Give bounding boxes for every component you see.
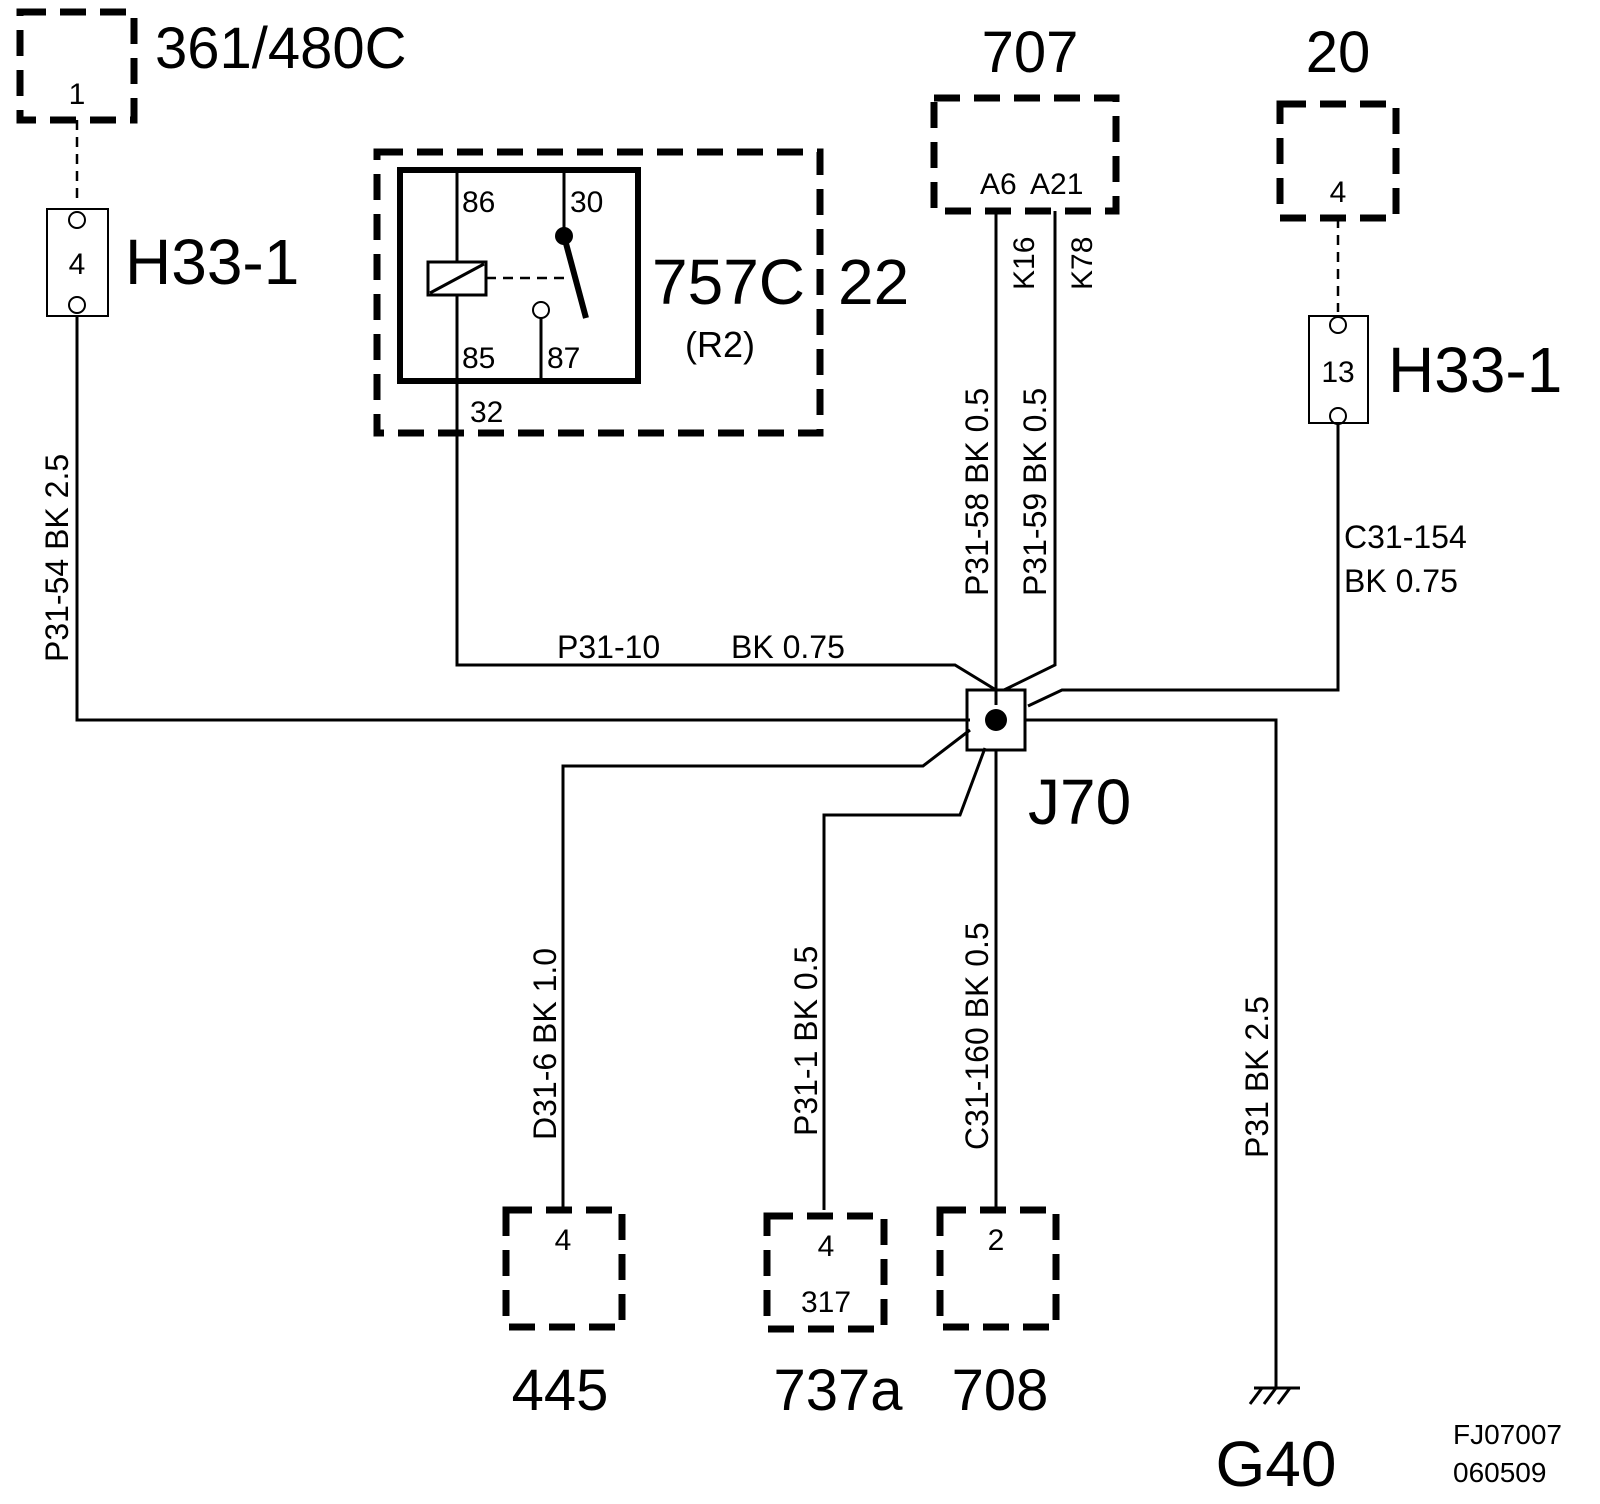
module-707-pin-a21: A21 xyxy=(1030,168,1083,201)
ground-icon xyxy=(1248,1386,1300,1405)
wire-label-p31-58: P31-58 BK 0.5 xyxy=(959,388,995,596)
inline-connector-h33-left: 4 H33-1 xyxy=(46,208,299,317)
wire-label-p31: P31 BK 2.5 xyxy=(1239,996,1275,1158)
connector-737a-pin: 4 xyxy=(818,1230,835,1263)
module-707: 707 A6 A21 K16 K78 xyxy=(930,20,1120,290)
wire-label-p31-59: P31-59 BK 0.5 xyxy=(1017,388,1053,596)
relay-sub: (R2) xyxy=(685,324,755,365)
h33-right-pin: 13 xyxy=(1321,356,1354,389)
ground-label: G40 xyxy=(1216,1428,1337,1500)
wire-label-p31-10-spec: BK 0.75 xyxy=(731,629,845,665)
connector-361-label: 361/480C xyxy=(155,16,407,81)
relay-location: 22 xyxy=(838,246,909,318)
inline-connector-h33-right: 13 H33-1 xyxy=(1308,315,1562,425)
splice-j70: J70 xyxy=(965,688,1131,838)
ground-g40: G40 xyxy=(1216,1386,1337,1500)
h33-left-label: H33-1 xyxy=(125,226,299,298)
module-707-label: 707 xyxy=(982,20,1079,85)
connector-445-label: 445 xyxy=(512,1358,609,1423)
relay-pin-30: 30 xyxy=(570,186,603,219)
connector-20-label: 20 xyxy=(1306,20,1371,85)
connector-708-pin: 2 xyxy=(988,1224,1005,1257)
wire-label-c31-160: C31-160 BK 0.5 xyxy=(959,922,995,1150)
connector-737a-label: 737a xyxy=(773,1358,903,1423)
wire-label-p31-10-id: P31-10 xyxy=(557,629,660,665)
wire-label-p31-54: P31-54 BK 2.5 xyxy=(39,454,75,662)
h33-right-label: H33-1 xyxy=(1388,334,1562,406)
connector-361-pin: 1 xyxy=(69,78,86,111)
h33-left-pin: 4 xyxy=(69,248,86,281)
splice-j70-label: J70 xyxy=(1028,766,1131,838)
relay-pin-87: 87 xyxy=(547,342,580,375)
wire-label-c31-154-spec: BK 0.75 xyxy=(1344,563,1458,599)
connector-708-label: 708 xyxy=(952,1358,1049,1423)
relay-cavity: 32 xyxy=(470,396,503,429)
module-707-k78: K78 xyxy=(1066,237,1099,290)
wires xyxy=(75,211,1340,1388)
wire-label-d31-6: D31-6 BK 1.0 xyxy=(527,948,563,1140)
connector-361-480c: 1 361/480C xyxy=(16,8,407,124)
connector-445: 4 445 xyxy=(502,1206,626,1423)
connector-445-pin: 4 xyxy=(555,1224,572,1257)
connector-20-pin: 4 xyxy=(1330,176,1347,209)
module-707-pin-a6: A6 xyxy=(980,168,1017,201)
connector-737a-sub: 317 xyxy=(801,1286,851,1319)
relay-pin-86: 86 xyxy=(462,186,495,219)
connector-737a: 4 317 737a xyxy=(763,1212,903,1423)
connector-708: 2 708 xyxy=(936,1206,1060,1423)
relay-pin-85: 85 xyxy=(462,342,495,375)
module-707-k16: K16 xyxy=(1008,237,1041,290)
relay-757c: 86 30 85 87 32 757C (R2) 22 xyxy=(373,148,909,437)
wire-label-p31-1: P31-1 BK 0.5 xyxy=(788,946,824,1136)
connector-20: 20 4 xyxy=(1276,20,1400,222)
diagram-date-code: 060509 xyxy=(1453,1457,1546,1488)
diagram-code: FJ07007 xyxy=(1453,1419,1562,1450)
relay-name: 757C xyxy=(652,246,805,318)
wire-label-c31-154-id: C31-154 xyxy=(1344,519,1467,555)
